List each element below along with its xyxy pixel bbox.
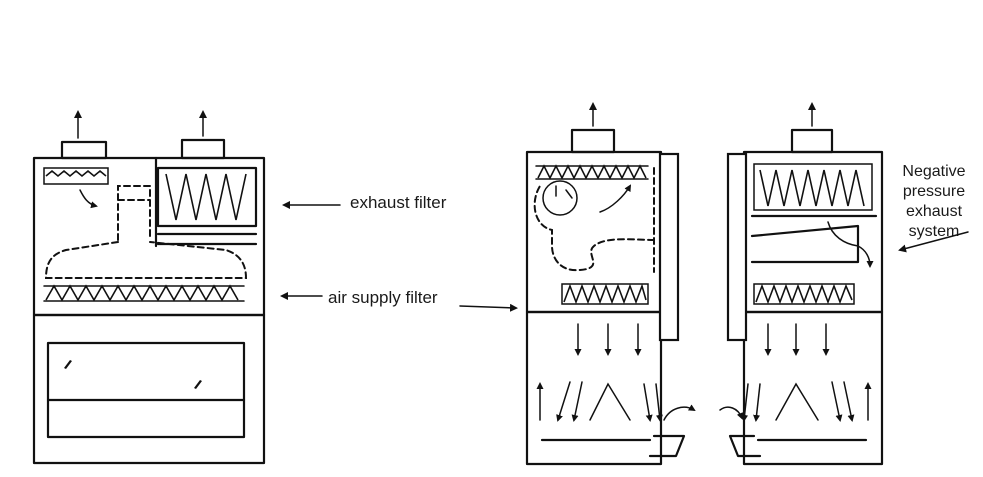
middle-curved-arrow <box>599 184 632 213</box>
left-small-filter-zigzag <box>45 169 107 178</box>
right-exhaust-filter-zigzag <box>759 169 865 207</box>
negative-pressure-pointer <box>898 231 969 253</box>
right-chevron-flow <box>775 382 819 421</box>
middle-top-filter-zigzag <box>537 164 647 180</box>
right-split-arrow-2 <box>753 383 761 422</box>
middle-split-arrow-3 <box>643 383 653 422</box>
negative-pressure-label-group: Negative pressure exhaust system <box>898 163 969 253</box>
left-plenum-dashed <box>44 241 248 279</box>
left-window-glare-1 <box>64 360 72 369</box>
air-supply-filter-pointer-right <box>459 303 518 312</box>
negative-pressure-label-line4: system <box>909 223 960 240</box>
label-air-supply-filter-group: air supply filter <box>280 288 518 312</box>
right-split-arrow-4 <box>843 381 855 422</box>
left-small-exhaust-filter <box>43 167 109 185</box>
right-cabinet-lower-body <box>742 310 884 466</box>
air-supply-filter-label: air supply filter <box>328 288 438 307</box>
right-front-grille <box>728 434 762 458</box>
right-plenum-wedge <box>750 224 860 264</box>
left-exhaust-filter-box <box>156 166 258 228</box>
middle-split-arrow-2 <box>571 381 583 422</box>
left-front-window <box>46 341 246 439</box>
negative-pressure-label-line2: pressure <box>903 183 965 200</box>
middle-supply-filter-zigzag <box>563 283 647 305</box>
right-sash-panel <box>726 152 748 342</box>
middle-split-arrow-1 <box>556 381 571 422</box>
middle-split-arrow-4 <box>655 383 663 422</box>
middle-chevron-flow <box>589 382 631 421</box>
middle-cabinet-lower-body <box>525 310 663 466</box>
middle-sash-panel <box>658 152 680 342</box>
left-duct-dashed <box>117 185 151 241</box>
right-exhaust-curve-arrow <box>827 221 874 268</box>
left-cabinet <box>32 110 266 465</box>
right-inflow-arrow <box>719 406 744 420</box>
left-window-glare-2 <box>194 380 202 389</box>
left-exhaust-filter-zigzag <box>165 173 247 221</box>
left-cabinet-upper-body <box>32 156 266 317</box>
middle-inflow-arrow <box>663 404 696 421</box>
exhaust-filter-label: exhaust filter <box>350 193 447 212</box>
label-exhaust-filter-group: exhaust filter <box>282 193 447 212</box>
left-cabinet-lower-body <box>32 313 266 465</box>
left-exhaust-outlet-2 <box>180 138 226 160</box>
right-cabinet <box>719 102 884 466</box>
middle-blower-circle <box>542 180 578 216</box>
right-exhaust-filter-box <box>753 163 873 211</box>
middle-exhaust-outlet <box>570 128 616 154</box>
left-small-filter-arrow <box>79 189 98 209</box>
middle-front-grille <box>648 434 686 458</box>
right-split-arrow-3 <box>831 381 843 422</box>
right-supply-filter-zigzag <box>755 283 853 305</box>
middle-cabinet <box>525 102 696 466</box>
middle-dashed-airflow <box>533 167 655 273</box>
left-supply-filter-zigzag <box>45 284 239 302</box>
right-cabinet-upper-body <box>742 150 884 314</box>
right-split-arrow-1 <box>741 383 749 422</box>
middle-supply-filter-box <box>561 283 649 305</box>
right-exhaust-outlet <box>790 128 834 154</box>
left-exhaust-outlet-1 <box>60 140 108 160</box>
negative-pressure-label-line3: exhaust <box>906 203 963 220</box>
middle-blower-vanes <box>555 185 573 199</box>
negative-pressure-label-line1: Negative <box>902 163 965 180</box>
